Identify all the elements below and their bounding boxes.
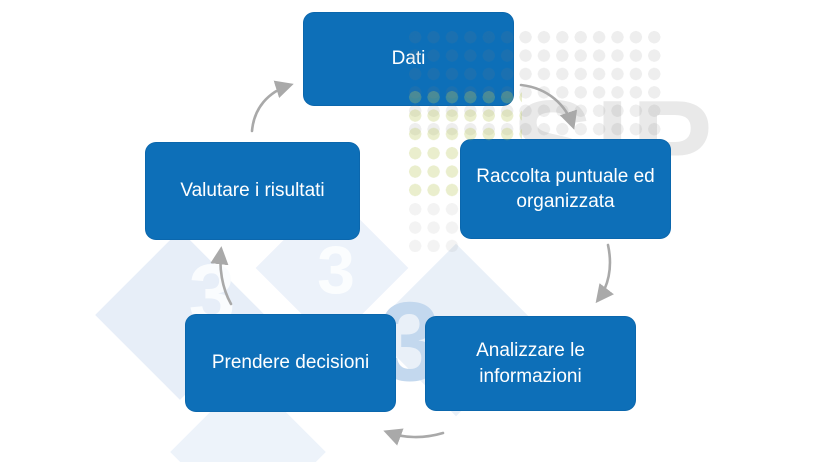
arrow-valutare-to-dati bbox=[250, 80, 294, 133]
watermark-3-glyph: 3 bbox=[317, 232, 355, 308]
arrow-analizzare-to-prendere bbox=[383, 428, 445, 446]
node-dati: Dati bbox=[303, 12, 514, 106]
node-prendere: Prendere decisioni bbox=[185, 314, 396, 412]
node-valutare-label: Valutare i risultati bbox=[180, 180, 325, 202]
node-valutare: Valutare i risultati bbox=[145, 142, 360, 240]
node-raccolta-label: Raccolta puntuale ed organizzata bbox=[476, 165, 655, 212]
dot-grid-green bbox=[406, 144, 460, 200]
node-analizzare: Analizzare le informazioni bbox=[425, 316, 636, 411]
node-prendere-label: Prendere decisioni bbox=[211, 352, 370, 374]
node-dati-label: Dati bbox=[391, 48, 426, 70]
arrow-raccolta-to-analizzare bbox=[595, 243, 614, 304]
node-raccolta: Raccolta puntuale ed organizzata bbox=[460, 139, 671, 239]
dot-grid-gray-faint bbox=[406, 200, 460, 252]
node-analizzare-label: Analizzare le informazioni bbox=[476, 340, 585, 387]
